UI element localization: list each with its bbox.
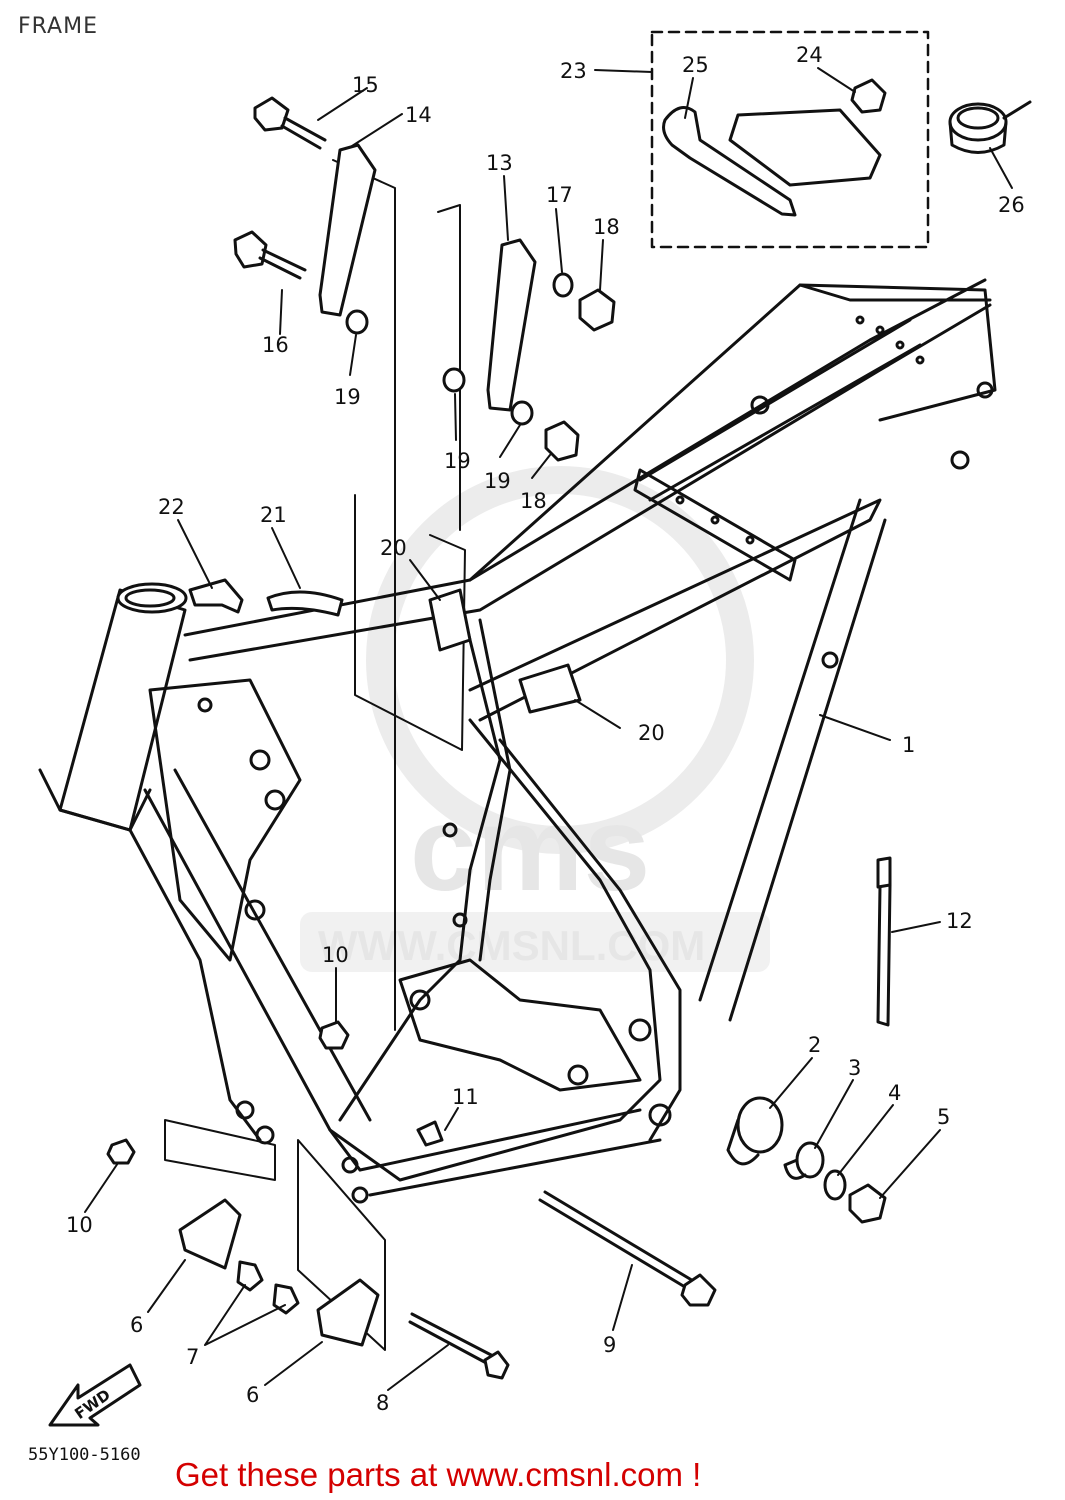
callout-3: 3 [848,1056,861,1080]
callout-12: 12 [946,909,973,933]
clip-22 [188,578,244,614]
callout-18-bottom: 18 [520,489,547,513]
callout-6-left: 6 [130,1313,143,1337]
bolt-8 [408,1312,510,1380]
washer-4 [823,1169,847,1201]
callout-24: 24 [796,43,823,67]
cap-26 [948,100,1032,154]
washer-17 [552,272,574,298]
callout-2: 2 [808,1033,821,1057]
bracket-13 [486,238,537,412]
drawing-code: 55Y100-5160 [28,1445,141,1465]
callout-1: 1 [902,733,915,757]
nut-10-top [318,1020,350,1050]
bolt-24 [850,78,887,114]
callout-18-top: 18 [593,215,620,239]
wrench-25 [662,106,797,217]
callout-19-top: 19 [334,385,361,409]
callout-9: 9 [603,1333,616,1357]
callout-11: 11 [452,1085,479,1109]
callout-20-top: 20 [380,536,407,560]
callout-21: 21 [260,503,287,527]
callout-13: 13 [486,151,513,175]
bolt-5 [848,1183,887,1224]
callout-4: 4 [888,1081,901,1105]
plate-6-left [178,1198,242,1270]
callout-19-left: 19 [444,449,471,473]
bolt-9 [538,1190,717,1307]
callout-10-top: 10 [322,943,349,967]
washer-19-left [442,367,466,393]
damper-20-top [428,588,472,652]
callout-23: 23 [560,59,587,83]
promo-link[interactable]: Get these parts at www.cmsnl.com ! [175,1456,702,1493]
leader-lines [84,67,1013,1391]
nut-18-top [578,288,616,332]
watermark-letters: cms [410,782,650,916]
nut-10-bottom [106,1138,136,1165]
callout-10-bottom: 10 [66,1213,93,1237]
page-title: FRAME [18,14,98,39]
clip-21 [266,590,344,617]
washer-19-top [345,309,369,335]
bracket-14 [318,143,377,317]
bolt-15 [253,96,327,150]
nut-18-bottom [544,420,580,462]
callout-8: 8 [376,1391,389,1415]
collar-2 [726,1096,784,1166]
plate-6-right [316,1278,380,1347]
damper-20-right [518,663,582,714]
bushing-3 [783,1141,825,1180]
bolt-7b [272,1283,300,1315]
watermark-url: WWW.CMSNL.COM [318,922,705,969]
callout-26: 26 [998,193,1025,217]
tool-bag [728,108,882,187]
cable-tie-12 [876,856,892,1027]
callout-5: 5 [937,1105,950,1129]
clip-11 [416,1120,444,1147]
callout-22: 22 [158,495,185,519]
callout-17: 17 [546,183,573,207]
callout-14: 14 [405,103,432,127]
callout-19-mid: 19 [484,469,511,493]
bolt-7a [236,1260,264,1292]
bolt-16 [233,230,307,280]
callout-20-right: 20 [638,721,665,745]
watermark: cms WWW.CMSNL.COM [300,466,770,972]
fwd-arrow [48,1363,142,1427]
callout-25: 25 [682,53,709,77]
callout-7: 7 [186,1345,199,1369]
washer-19-mid [510,400,534,426]
callout-15: 15 [352,73,379,97]
callout-6-right: 6 [246,1383,259,1407]
callout-16: 16 [262,333,289,357]
